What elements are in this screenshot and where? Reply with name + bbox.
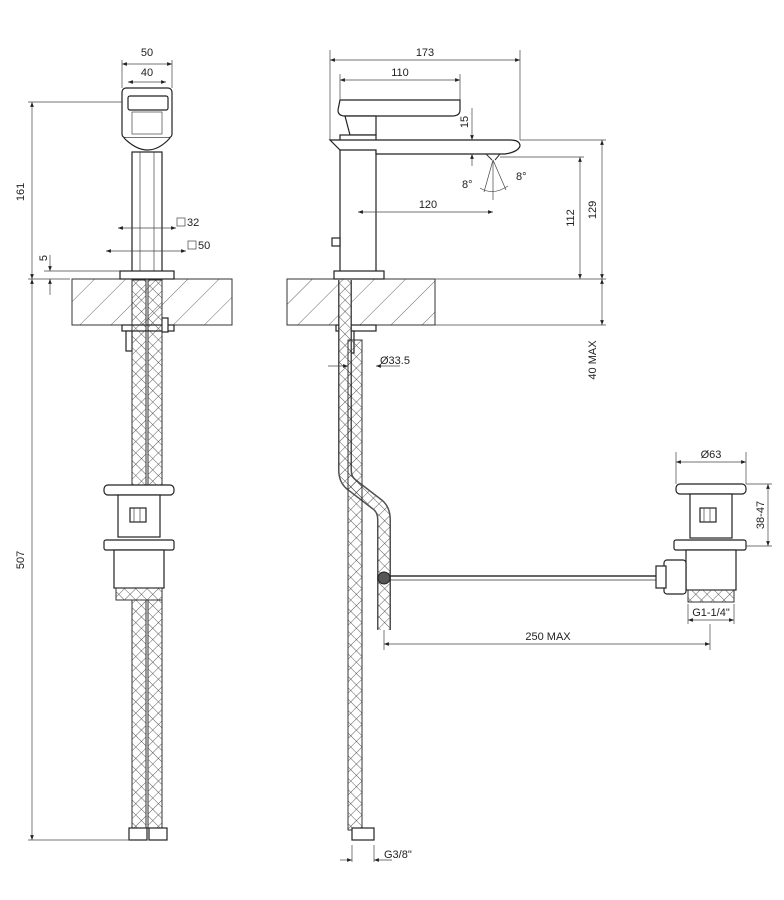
front-hose-nut-right (148, 827, 168, 841)
dim-handle-110: 110 (391, 67, 409, 79)
dim-front-handle: 40 (141, 67, 153, 79)
dim-angle-right: 8° (516, 171, 527, 183)
dim-gap-15: 15 (459, 116, 471, 128)
side-countertop (286, 278, 436, 326)
dim-front-width: 50 (141, 47, 153, 59)
dim-height-112: 112 (565, 209, 577, 227)
front-hose-left (131, 279, 147, 491)
front-hose-right (147, 279, 163, 491)
dim-waste-thread: G1-1/4" (692, 607, 730, 619)
dim-height-161: 161 (15, 183, 27, 201)
dim-square-32: 32 (187, 217, 199, 229)
side-hose-nut (351, 827, 375, 841)
dim-waste-height: 38-47 (755, 501, 767, 529)
side-body (339, 134, 377, 275)
dim-waste-diameter: Ø63 (701, 449, 722, 461)
dim-reach-120: 120 (419, 199, 437, 211)
dim-height-129: 129 (587, 201, 599, 219)
side-view: 173 110 15 8° 8° 120 112 129 40 MAX (286, 47, 664, 862)
front-body (131, 151, 163, 275)
dim-shank-diameter: Ø33.5 (380, 355, 410, 367)
dim-deck-40max: 40 MAX (587, 340, 599, 380)
side-handle (337, 99, 461, 117)
dim-square-50: 50 (198, 240, 210, 252)
front-hose-nut-left (128, 827, 148, 841)
waste-view: Ø63 38-47 G1-1/4" 250 MAX (383, 449, 772, 650)
dim-hose-thread: G3/8" (384, 849, 412, 861)
side-spout (328, 139, 521, 155)
dim-rod-250max: 250 MAX (525, 631, 571, 643)
dim-base-5: 5 (38, 255, 50, 261)
dim-overall-width-173: 173 (416, 47, 434, 59)
front-view: 50 40 161 32 50 5 507 (15, 47, 233, 841)
front-waste (103, 484, 175, 601)
dim-length-507: 507 (15, 551, 27, 569)
dim-angle-left: 8° (462, 179, 473, 191)
